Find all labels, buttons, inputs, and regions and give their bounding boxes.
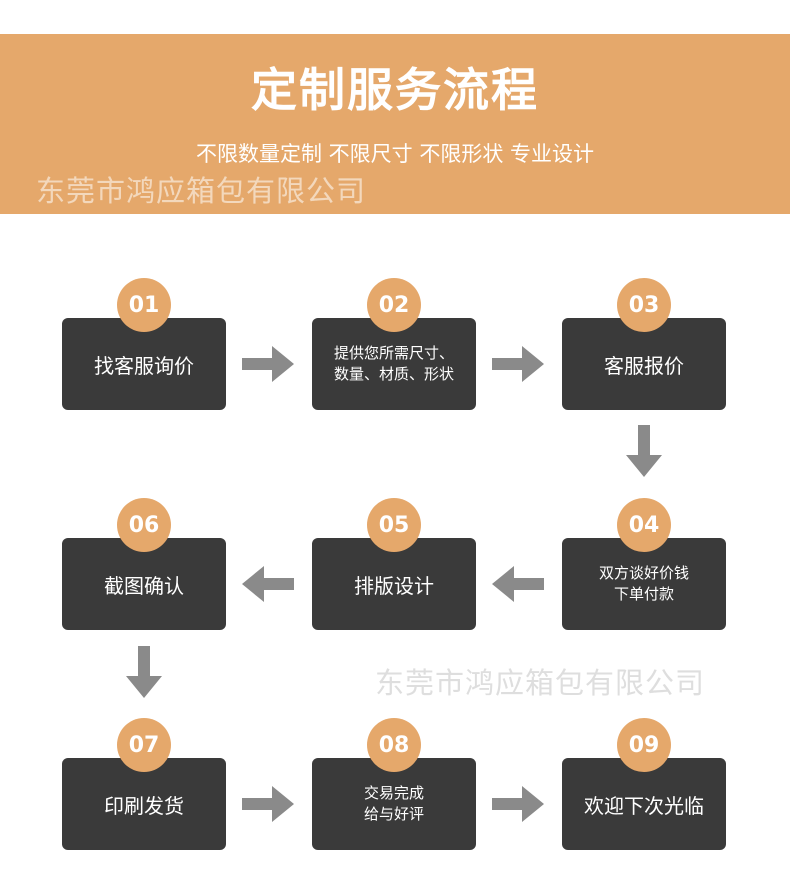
arrow-right-icon — [492, 786, 544, 822]
step-box-07: 印刷发货 — [62, 758, 226, 850]
step-label: 排版设计 — [354, 573, 434, 598]
step-label: 客服报价 — [604, 353, 684, 378]
step-label: 欢迎下次光临 — [584, 793, 704, 818]
step-number-badge-03: 03 — [617, 278, 671, 332]
step-number-badge-01: 01 — [117, 278, 171, 332]
arrow-down-icon — [126, 646, 162, 698]
arrow-right-icon — [242, 346, 294, 382]
arrow-right-icon — [492, 346, 544, 382]
step-number-badge-02: 02 — [367, 278, 421, 332]
arrow-right-icon — [242, 786, 294, 822]
watermark-middle: 东莞市鸿应箱包有限公司 — [375, 666, 706, 700]
step-label-line1: 交易完成 — [363, 784, 424, 802]
step-label: 截图确认 — [104, 573, 184, 598]
step-box-01: 找客服询价 — [62, 318, 226, 410]
step-box-04: 双方谈好价钱 下单付款 — [562, 538, 726, 630]
step-label-line2: 下单付款 — [613, 585, 674, 603]
step-number-badge-06: 06 — [117, 498, 171, 552]
step-number-badge-04: 04 — [617, 498, 671, 552]
step-number-badge-05: 05 — [367, 498, 421, 552]
arrow-left-icon — [242, 566, 294, 602]
step-number-badge-07: 07 — [117, 718, 171, 772]
step-box-08: 交易完成 给与好评 — [312, 758, 476, 850]
step-label-line2: 给与好评 — [363, 805, 424, 823]
step-label-line1: 双方谈好价钱 — [598, 564, 689, 582]
step-label-line1: 提供您所需尺寸、 — [333, 344, 454, 362]
step-label: 找客服询价 — [94, 353, 194, 378]
step-number-badge-08: 08 — [367, 718, 421, 772]
step-box-06: 截图确认 — [62, 538, 226, 630]
header-banner — [0, 34, 790, 214]
step-number-badge-09: 09 — [617, 718, 671, 772]
step-box-02: 提供您所需尺寸、 数量、材质、形状 — [312, 318, 476, 410]
step-box-03: 客服报价 — [562, 318, 726, 410]
step-box-05: 排版设计 — [312, 538, 476, 630]
page-subtitle: 不限数量定制 不限尺寸 不限形状 专业设计 — [195, 142, 595, 166]
page-title: 定制服务流程 — [251, 63, 539, 117]
step-label-line2: 数量、材质、形状 — [333, 365, 454, 383]
step-label: 印刷发货 — [104, 793, 184, 818]
step-box-09: 欢迎下次光临 — [562, 758, 726, 850]
arrow-down-icon — [626, 425, 662, 477]
arrow-left-icon — [492, 566, 544, 602]
watermark-top: 东莞市鸿应箱包有限公司 — [36, 174, 367, 208]
